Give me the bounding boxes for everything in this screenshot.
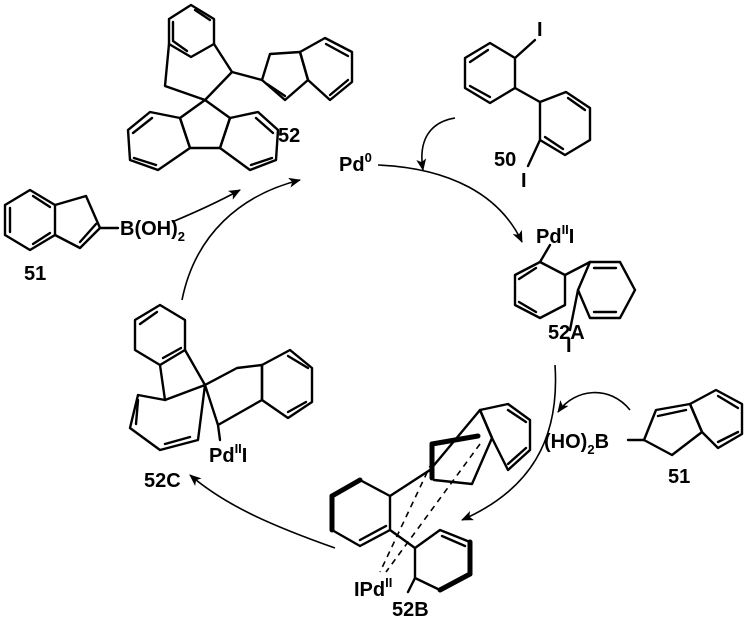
arrow-insertion: [189, 474, 336, 549]
palladium-label-52B: IPdII: [354, 575, 392, 601]
structure-52: [126, 3, 354, 172]
compound-number-52C: 52C: [144, 470, 181, 492]
cycle-arrows: [171, 117, 631, 549]
arrow-50-in: [416, 117, 456, 171]
boronic-acid-label-right: (HO)2B: [544, 431, 609, 457]
arrow-reductive-elimination: [181, 177, 301, 301]
compound-number-50: 50: [494, 149, 516, 171]
arrow-transmetalation: [461, 364, 557, 521]
iodo-label-52A: I: [566, 335, 572, 357]
palladium-label-52C: PdIII: [209, 441, 247, 467]
palladium-label-52A: PdIII: [536, 222, 574, 248]
structure-51-right: [626, 388, 744, 457]
arrow-oxidative-addition: [377, 164, 523, 243]
arrow-51-in: [557, 391, 631, 413]
compound-number-51-left: 51: [24, 263, 46, 285]
structure-52B: [329, 402, 532, 594]
compound-number-52A: 52A: [548, 322, 585, 344]
structure-52A: [513, 243, 637, 332]
structure-51-left: [3, 188, 120, 252]
compound-number-52: 52: [278, 125, 300, 147]
arrow-51-enter: [171, 189, 241, 223]
catalyst-label: Pd0: [339, 150, 372, 176]
iodo-label-50-top: I: [537, 19, 543, 41]
structure-52C: [128, 303, 314, 452]
structure-50: [463, 38, 592, 168]
compound-number-52B: 52B: [392, 599, 429, 621]
iodo-label-50-bottom: I: [521, 170, 527, 192]
compound-number-51-right: 51: [668, 466, 690, 488]
boronic-acid-label-left: B(OH)2: [120, 218, 185, 244]
